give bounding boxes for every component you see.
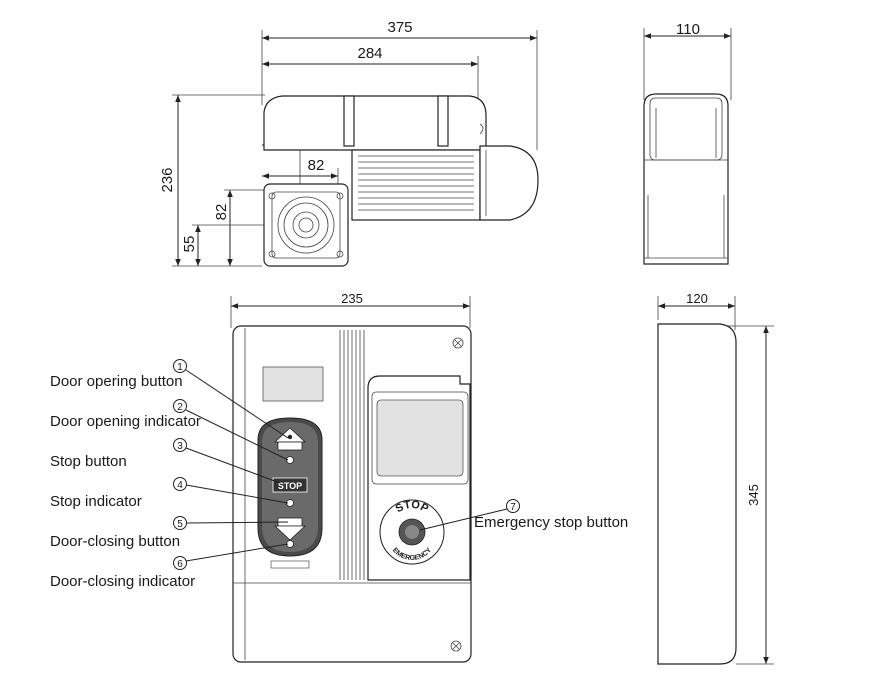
label-window [262, 366, 324, 402]
dim-82-h: 82 [308, 157, 325, 174]
callout-label-5: Door-closing button [50, 533, 180, 550]
model-plate [270, 560, 310, 569]
callout-label-2: Door opening indicator [50, 413, 201, 430]
control-box-side-view: 120 345 [657, 291, 774, 665]
control-box-front-view: 235 [230, 291, 472, 663]
dim-345: 345 [746, 484, 761, 506]
callout-num-4: 4 [177, 480, 183, 491]
dim-284: 284 [357, 45, 382, 62]
callout-label-3: Stop button [50, 453, 127, 470]
callout-num-5: 5 [177, 519, 183, 530]
callout-label-7: Emergency stop button [474, 514, 628, 531]
callout-label-4: Stop indicator [50, 493, 142, 510]
dim-235: 235 [341, 291, 363, 306]
callouts: 1 Door opering button 2 Door opening ind… [50, 359, 628, 590]
dim-82-v: 82 [213, 204, 230, 221]
dim-110: 110 [676, 21, 700, 38]
dim-120: 120 [686, 291, 708, 306]
callout-num-1: 1 [177, 362, 183, 373]
callout-label-6: Door-closing indicator [50, 573, 195, 590]
callout-label-1: Door opering button [50, 373, 183, 390]
callout-num-3: 3 [177, 441, 183, 452]
motor-side-view: 110 [643, 21, 732, 265]
dim-55-v: 55 [181, 236, 198, 253]
callout-num-6: 6 [177, 559, 183, 570]
display-window [376, 399, 464, 477]
callout-num-2: 2 [177, 402, 183, 413]
stop-button[interactable] [272, 477, 308, 493]
door-opening-indicator [286, 456, 294, 464]
dim-236: 236 [159, 167, 176, 192]
dim-375: 375 [387, 19, 412, 36]
stop-key-label: STOP [278, 481, 302, 491]
motor-front-view: 375 284 236 55 82 82 55 [159, 19, 539, 267]
callout-num-7: 7 [510, 502, 516, 513]
